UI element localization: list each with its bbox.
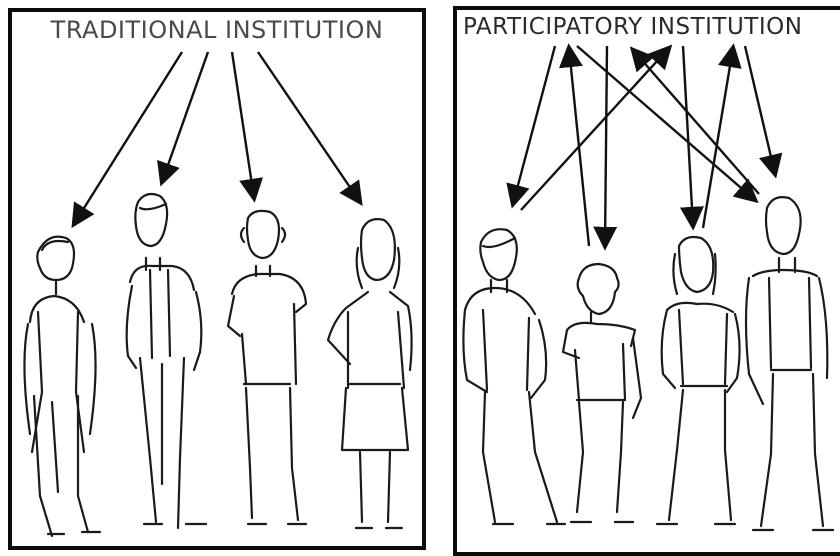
arrow-down-person-2: [593, 45, 618, 251]
traditional-title: TRADITIONAL INSTITUTION: [50, 16, 384, 44]
participatory-diagram: [462, 43, 835, 532]
arrow-down-person-1: [506, 45, 557, 209]
participatory-title: PARTICIPATORY INSTITUTION: [463, 14, 803, 40]
arrow-to-person-2: [157, 51, 210, 187]
arrow-up-from-person-4a: [629, 46, 760, 195]
traditional-institution-panel: TRADITIONAL INSTITUTION: [8, 8, 426, 550]
arrow-down-person-4b: [743, 45, 783, 179]
arrow-up-from-person-2: [558, 43, 591, 247]
person-1: [462, 228, 567, 526]
arrow-down-person-3: [679, 45, 704, 231]
person-3: [655, 235, 741, 526]
person-4: [744, 196, 835, 532]
arrow-up-from-person-1: [520, 44, 673, 211]
participatory-institution-panel: PARTICIPATORY INSTITUTION: [453, 6, 840, 556]
arrow-up-from-person-3: [701, 43, 742, 229]
arrow-to-person-4: [257, 51, 363, 206]
person-3: [226, 209, 308, 526]
arrow-down-person-4a: [576, 45, 759, 204]
person-2: [561, 262, 643, 524]
arrow-to-person-3: [230, 51, 264, 203]
arrow-to-person-1: [71, 51, 184, 229]
person-1: [23, 235, 102, 538]
traditional-diagram: [23, 51, 413, 538]
person-4: [326, 218, 413, 530]
person-2: [125, 192, 208, 530]
